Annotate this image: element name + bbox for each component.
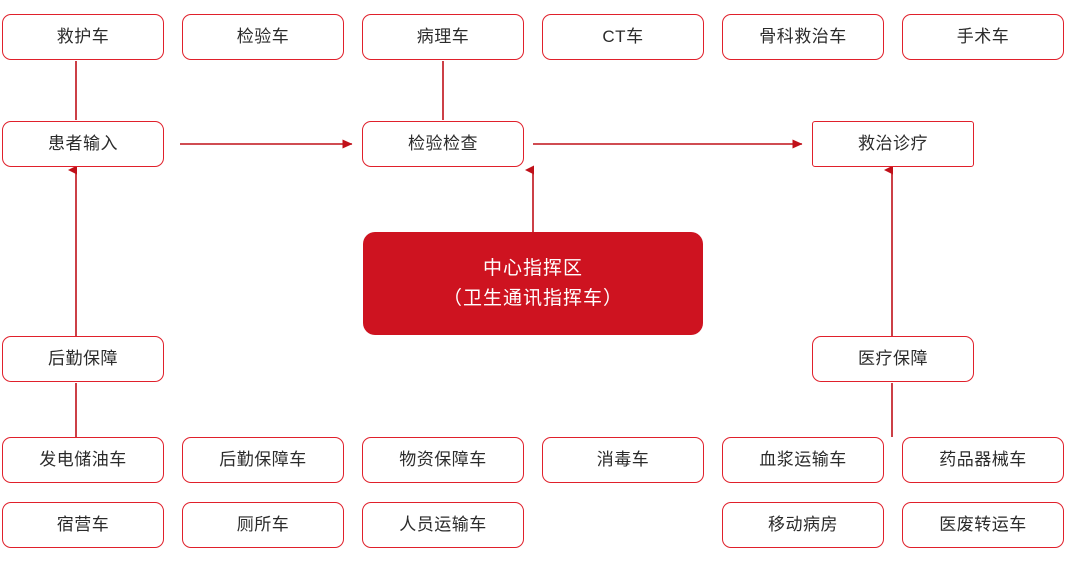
node-support-logistics[interactable]: 后勤保障	[2, 336, 164, 382]
command-center-title: 中心指挥区	[482, 258, 583, 280]
node-vehicle-camp[interactable]: 宿营车	[2, 502, 164, 548]
node-vehicle-lab[interactable]: 检验车	[182, 14, 344, 60]
node-vehicle-mobile-ward[interactable]: 移动病房	[722, 502, 884, 548]
node-vehicle-toilet[interactable]: 厕所车	[182, 502, 344, 548]
node-support-medical[interactable]: 医疗保障	[812, 336, 974, 382]
node-process-examination[interactable]: 检验检查	[362, 121, 524, 167]
node-vehicle-disinfection[interactable]: 消毒车	[542, 437, 704, 483]
node-vehicle-personnel-transport[interactable]: 人员运输车	[362, 502, 524, 548]
node-command-center[interactable]: 中心指挥区 （卫生通讯指挥车）	[363, 232, 703, 335]
node-vehicle-ambulance[interactable]: 救护车	[2, 14, 164, 60]
node-vehicle-pharmacy-equipment[interactable]: 药品器械车	[902, 437, 1064, 483]
command-center-subtitle: （卫生通讯指挥车）	[442, 287, 623, 309]
node-process-patient-input[interactable]: 患者输入	[2, 121, 164, 167]
node-vehicle-pathology[interactable]: 病理车	[362, 14, 524, 60]
node-vehicle-ct[interactable]: CT车	[542, 14, 704, 60]
node-vehicle-materials-support[interactable]: 物资保障车	[362, 437, 524, 483]
node-vehicle-orthopedic[interactable]: 骨科救治车	[722, 14, 884, 60]
node-vehicle-surgery[interactable]: 手术车	[902, 14, 1064, 60]
node-vehicle-logistics-support[interactable]: 后勤保障车	[182, 437, 344, 483]
node-vehicle-generator-fuel[interactable]: 发电储油车	[2, 437, 164, 483]
node-vehicle-plasma-transport[interactable]: 血浆运输车	[722, 437, 884, 483]
node-vehicle-medical-waste[interactable]: 医废转运车	[902, 502, 1064, 548]
node-process-treatment[interactable]: 救治诊疗	[812, 121, 974, 167]
